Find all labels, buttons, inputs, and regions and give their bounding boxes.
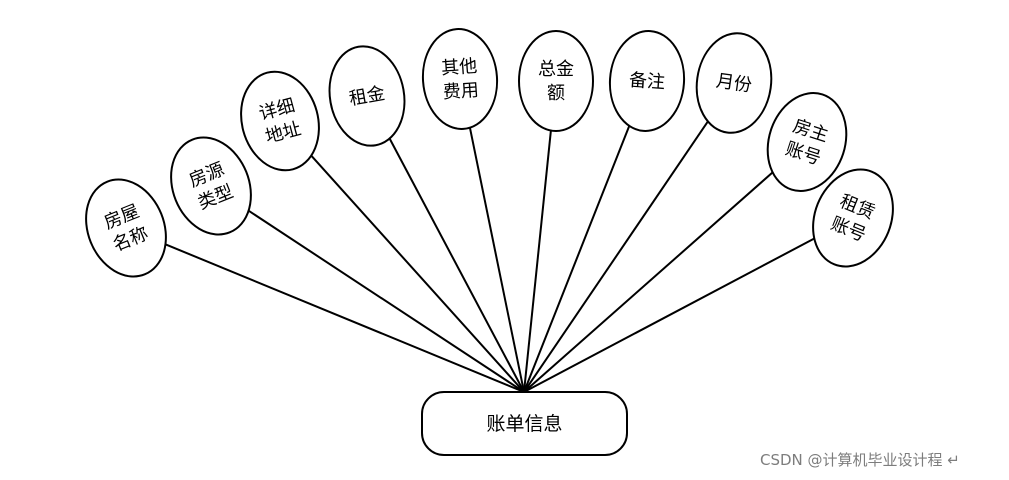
entity-box — [421, 391, 628, 456]
attribute-7-connector — [523, 125, 631, 393]
entity-group: 账单信息 — [421, 391, 628, 456]
attribute-6-ellipse — [518, 30, 594, 132]
attribute-5-connector — [468, 127, 525, 393]
attribute-4-ellipse — [328, 45, 406, 147]
attribute-8-connector — [523, 120, 709, 393]
attribute-6-label-line-2: 额 — [547, 83, 565, 104]
attribute-9-connector — [523, 171, 774, 393]
attribute-1-ellipse — [85, 178, 167, 278]
entity-label: 账单信息 — [486, 413, 562, 435]
attribute-6-connector — [523, 130, 552, 393]
attribute-7-label-line-1: 备注 — [628, 70, 665, 93]
attribute-6-label-line-1: 总金 — [538, 59, 574, 80]
attribute-group: 房屋名称房源类型详细地址租金其他费用总金额备注月份房主账号租赁账号 — [85, 28, 894, 278]
connector-lines — [165, 120, 815, 393]
attribute-1-connector — [165, 243, 525, 393]
attribute-4-connector — [388, 138, 525, 393]
attribute-2-ellipse — [170, 136, 252, 236]
attribute-10-connector — [523, 237, 815, 393]
attribute-2-connector — [248, 209, 525, 393]
attribute-5-label-line-1: 其他 — [441, 56, 478, 79]
attribute-10-ellipse — [812, 168, 894, 268]
attribute-3-connector — [310, 154, 525, 393]
attribute-5-ellipse — [421, 28, 499, 130]
watermark-text: CSDN @计算机毕业设计程 ↵ — [760, 451, 960, 469]
attribute-6: 总金额 — [518, 30, 594, 132]
attribute-8-label-line-1: 月份 — [715, 71, 754, 97]
attribute-9-ellipse — [766, 92, 848, 192]
attribute-5-label-line-2: 费用 — [442, 80, 479, 103]
attribute-8: 月份 — [695, 32, 773, 134]
attribute-3-ellipse — [240, 70, 320, 172]
attribute-7: 备注 — [608, 30, 686, 132]
attribute-4: 租金 — [328, 45, 406, 147]
attribute-7-ellipse — [608, 30, 686, 132]
attribute-8-ellipse — [695, 32, 773, 134]
